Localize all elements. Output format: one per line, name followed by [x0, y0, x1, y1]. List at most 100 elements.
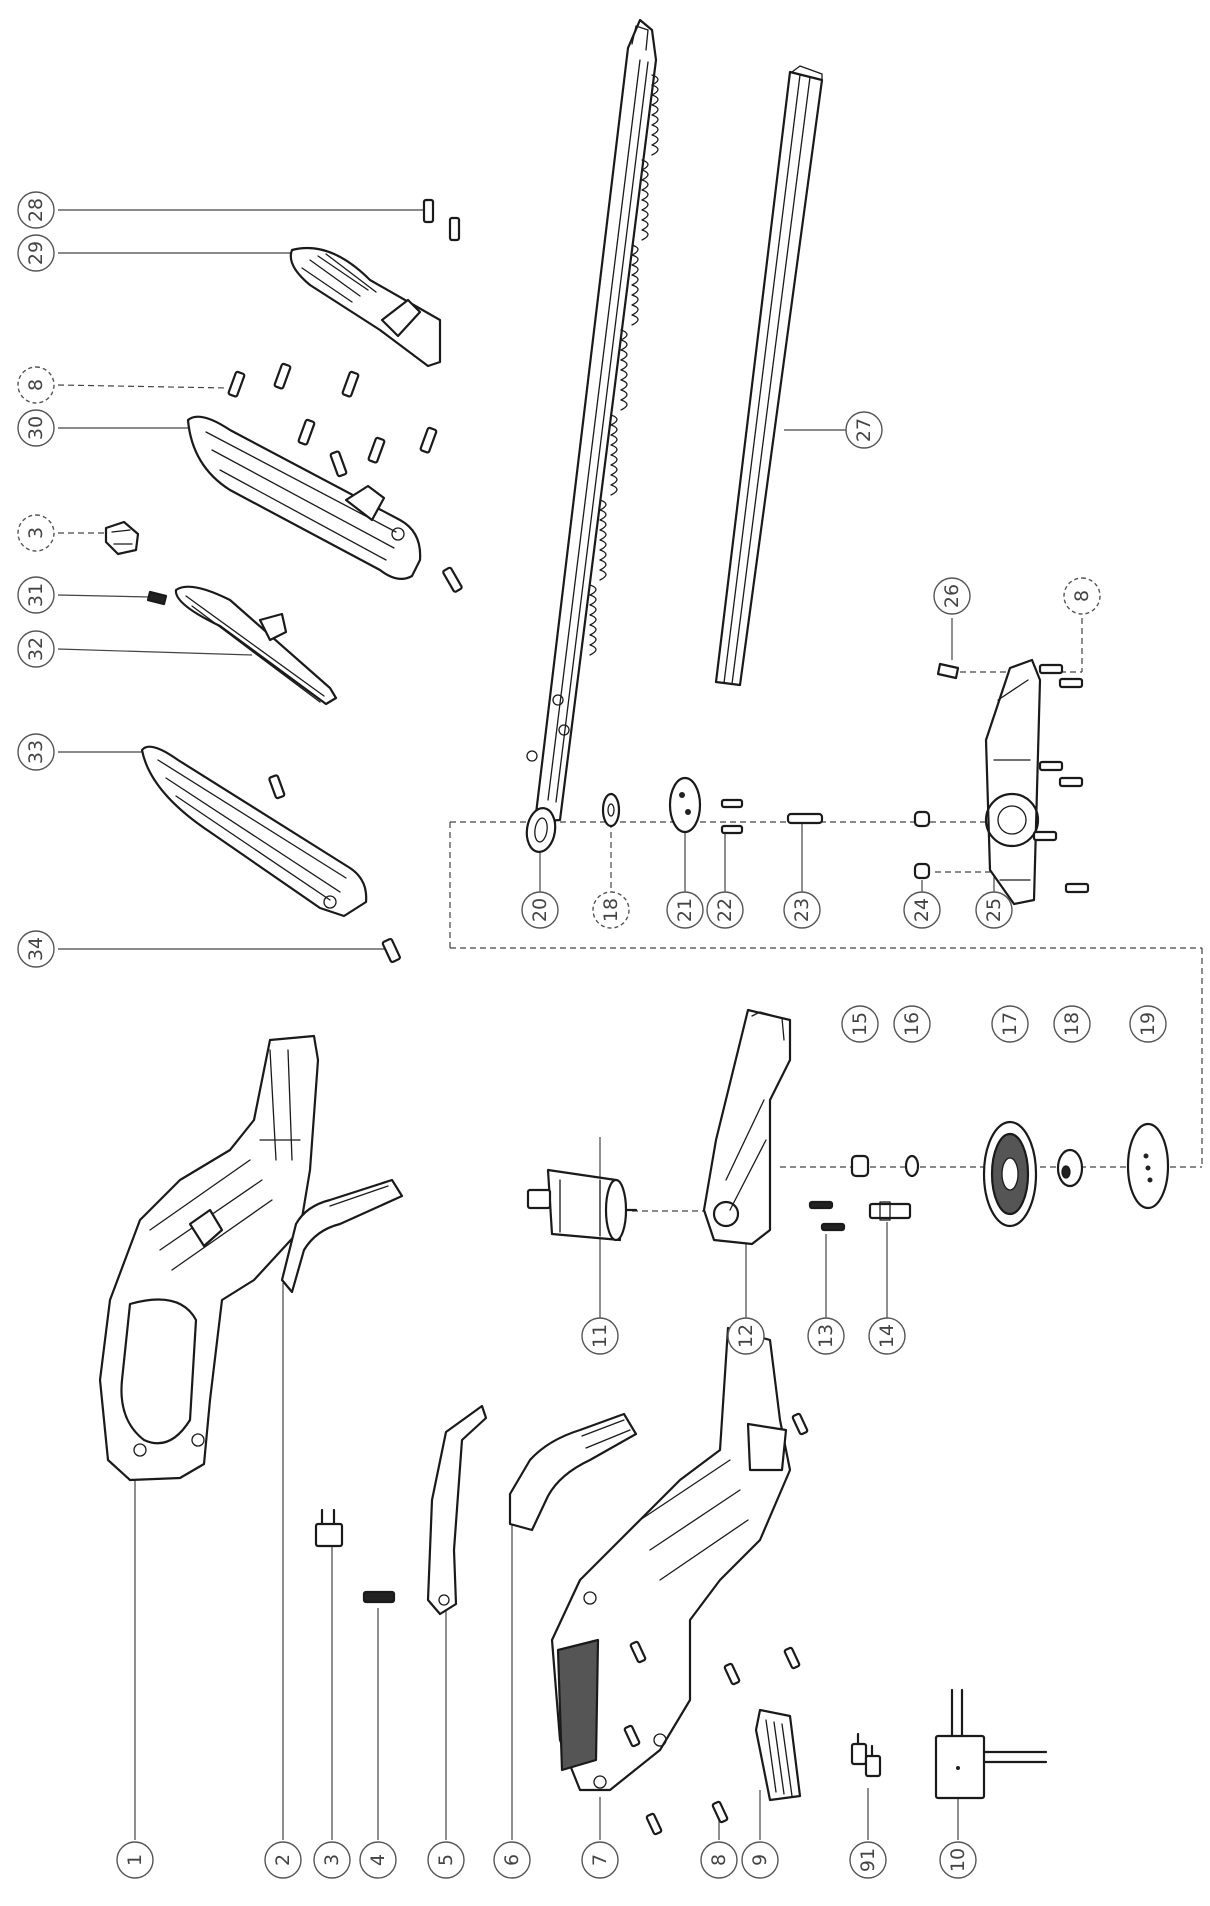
callout-circle — [706, 891, 744, 929]
callout-circle — [1063, 577, 1101, 615]
callout-34: 34 — [17, 930, 55, 968]
callout-7: 7 — [581, 1841, 619, 1879]
callout-circle — [1053, 1005, 1091, 1043]
callout-circle — [849, 1841, 887, 1879]
cover-part-29 — [289, 246, 442, 368]
callout-17: 17 — [991, 1005, 1029, 1043]
callout-9: 9 — [741, 1841, 779, 1879]
callout-6: 6 — [493, 1841, 531, 1879]
housing-part-7 — [550, 1326, 792, 1792]
lever-part-5 — [426, 1404, 488, 1616]
cam-part-18 — [1056, 1148, 1084, 1188]
gear-part-17 — [982, 1120, 1038, 1228]
callout-label: 9 — [749, 1854, 771, 1866]
callout-label: 19 — [1137, 1012, 1159, 1036]
callout-4: 4 — [359, 1841, 397, 1879]
callout-1: 1 — [116, 1841, 154, 1879]
pin-part-26 — [936, 662, 960, 680]
callout-16: 16 — [893, 1005, 931, 1043]
callout-circle — [592, 891, 630, 929]
callout-label: 8 — [25, 379, 47, 391]
callout-circle — [807, 1317, 845, 1355]
callout-circle — [581, 1317, 619, 1355]
callout-label: 23 — [791, 898, 813, 922]
callout-circle — [493, 1841, 531, 1879]
callout-circle — [17, 930, 55, 968]
callout-18: 18 — [1053, 1005, 1091, 1043]
callout-label: 3 — [25, 527, 47, 539]
callout-circle — [521, 891, 559, 929]
spring-part-4 — [362, 1590, 396, 1604]
switch-block-part-3-upper — [104, 520, 140, 556]
callout-label: 33 — [25, 740, 47, 764]
blade-guard-part-27 — [714, 65, 824, 687]
callout-circle — [264, 1841, 302, 1879]
callout-circle — [313, 1841, 351, 1879]
callout-10: 10 — [939, 1841, 977, 1879]
callout-label: 22 — [714, 898, 736, 922]
callout-28: 28 — [17, 191, 55, 229]
callout-label: 8 — [708, 1854, 730, 1866]
callout-12: 12 — [727, 1317, 765, 1355]
callout-label: 15 — [849, 1012, 871, 1036]
gearbox-part-12 — [702, 1008, 792, 1246]
callout-circle — [116, 1841, 154, 1879]
callout-label: 1 — [124, 1854, 146, 1866]
callout-label: 24 — [911, 898, 933, 922]
callout-circle — [939, 1841, 977, 1879]
callout-label: 3 — [321, 1854, 343, 1866]
switch-part-3-lower — [314, 1508, 344, 1548]
callout-22: 22 — [706, 891, 744, 929]
callout-circle — [17, 234, 55, 272]
callout-3: 3 — [17, 514, 55, 552]
screws-part-28 — [422, 198, 461, 242]
callout-label: 20 — [529, 898, 551, 922]
screws-part-13 — [808, 1200, 846, 1232]
callout-label: 5 — [435, 1854, 457, 1866]
callout-19: 19 — [1129, 1005, 1167, 1043]
callout-circle — [893, 1005, 931, 1043]
callout-21: 21 — [666, 891, 704, 929]
callout-circle — [1129, 1005, 1167, 1043]
callout-label: 16 — [901, 1012, 923, 1036]
callout-20: 20 — [521, 891, 559, 929]
callout-label: 13 — [815, 1324, 837, 1348]
callout-8: 8 — [1063, 577, 1101, 615]
callout-26: 26 — [933, 577, 971, 615]
callout-label: 6 — [501, 1854, 523, 1866]
terminal-block-part-9 — [754, 1708, 802, 1802]
housing-part-30 — [186, 415, 422, 581]
callout-label: 31 — [25, 583, 47, 607]
callout-15: 15 — [841, 1005, 879, 1043]
callout-label: 21 — [674, 898, 696, 922]
callout-label: 28 — [25, 198, 47, 222]
callout-circle — [841, 1005, 879, 1043]
blade-part-20 — [525, 18, 659, 853]
callout-5: 5 — [427, 1841, 465, 1879]
callout-circle — [727, 1317, 765, 1355]
callout-label: 25 — [983, 898, 1005, 922]
callout-circle — [17, 409, 55, 447]
callout-label: 91 — [857, 1848, 879, 1872]
cover-part-19 — [1126, 1122, 1170, 1210]
callout-23: 23 — [783, 891, 821, 929]
module-part-10 — [934, 1688, 1048, 1800]
screws-part-8-upper — [227, 362, 463, 593]
callout-circle — [991, 1005, 1029, 1043]
callout-2: 2 — [264, 1841, 302, 1879]
callout-circle — [975, 891, 1013, 929]
callout-circle — [581, 1841, 619, 1879]
callout-27: 27 — [845, 411, 883, 449]
callout-label: 14 — [876, 1324, 898, 1348]
callout-31: 31 — [17, 576, 55, 614]
callout-14: 14 — [868, 1317, 906, 1355]
callout-label: 18 — [1061, 1012, 1083, 1036]
callout-91: 91 — [849, 1841, 887, 1879]
callout-13: 13 — [807, 1317, 845, 1355]
callout-label: 7 — [589, 1854, 611, 1866]
shaft-part-14 — [868, 1201, 912, 1221]
callout-label: 2 — [272, 1854, 294, 1866]
